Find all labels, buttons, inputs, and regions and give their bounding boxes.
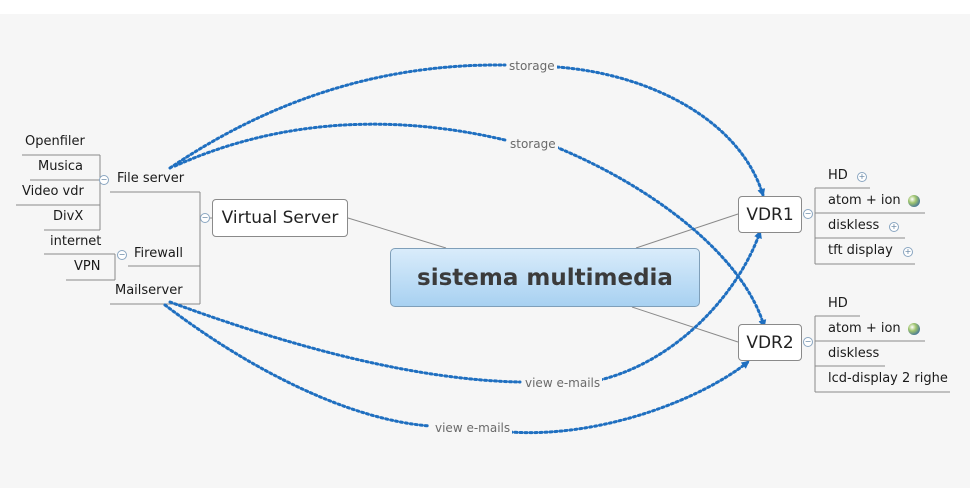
topic-virtual-server[interactable]: Virtual Server bbox=[212, 199, 348, 237]
link-root-vdr1 bbox=[635, 213, 739, 249]
globe-icon[interactable] bbox=[908, 195, 920, 207]
relationship-mail-vdr2 bbox=[163, 303, 748, 435]
topic-vdr1-tft[interactable]: tft display bbox=[828, 243, 893, 258]
relationship-label-view-emails[interactable]: view e-mails bbox=[433, 421, 513, 435]
relationship-storage-vdr2 bbox=[173, 122, 764, 326]
collapse-icon[interactable]: − bbox=[99, 175, 109, 185]
collapse-icon[interactable]: − bbox=[117, 250, 127, 260]
topic-vdr2-diskless[interactable]: diskless bbox=[828, 346, 880, 361]
topic-mailserver[interactable]: Mailserver bbox=[115, 283, 183, 298]
topic-internet[interactable]: internet bbox=[50, 234, 102, 249]
link-root-vdr2 bbox=[631, 306, 739, 343]
plus-circle-icon[interactable]: + bbox=[857, 172, 867, 182]
plus-circle-icon[interactable]: + bbox=[903, 247, 913, 257]
topic-firewall[interactable]: Firewall bbox=[134, 246, 184, 261]
topic-video-vdr[interactable]: Video vdr bbox=[22, 184, 84, 199]
relationship-label-storage[interactable]: storage bbox=[507, 59, 557, 73]
topic-openfiler[interactable]: Openfiler bbox=[25, 134, 85, 149]
collapse-icon[interactable]: − bbox=[803, 209, 813, 219]
topic-vdr2[interactable]: VDR2 bbox=[738, 324, 802, 361]
relationship-storage-vdr1 bbox=[168, 63, 763, 195]
globe-icon[interactable] bbox=[908, 323, 920, 335]
topic-file-server[interactable]: File server bbox=[117, 171, 185, 186]
relationship-label-storage[interactable]: storage bbox=[508, 137, 558, 151]
relationship-mail-vdr1 bbox=[168, 232, 760, 384]
topic-musica[interactable]: Musica bbox=[38, 159, 83, 174]
link-vs-branches bbox=[199, 192, 212, 304]
topic-vdr1-atom[interactable]: atom + ion bbox=[828, 193, 901, 208]
topic-vdr2-hd[interactable]: HD bbox=[828, 296, 848, 311]
topic-vdr1[interactable]: VDR1 bbox=[738, 196, 802, 233]
collapse-icon[interactable]: − bbox=[803, 337, 813, 347]
plus-circle-icon[interactable]: + bbox=[889, 222, 899, 232]
topic-vdr2-atom[interactable]: atom + ion bbox=[828, 321, 901, 336]
topic-vdr1-hd[interactable]: HD bbox=[828, 168, 848, 183]
topic-vdr1-diskless[interactable]: diskless bbox=[828, 218, 880, 233]
topic-vpn[interactable]: VPN bbox=[74, 259, 101, 274]
topic-vdr2-lcd[interactable]: lcd-display 2 righe bbox=[828, 371, 948, 386]
link-root-virtual-server bbox=[347, 217, 447, 249]
topic-divx[interactable]: DivX bbox=[53, 209, 84, 224]
relationship-label-view-emails[interactable]: view e-mails bbox=[523, 376, 603, 390]
collapse-icon[interactable]: − bbox=[200, 213, 210, 223]
root-topic[interactable]: sistema multimedia bbox=[390, 248, 700, 307]
